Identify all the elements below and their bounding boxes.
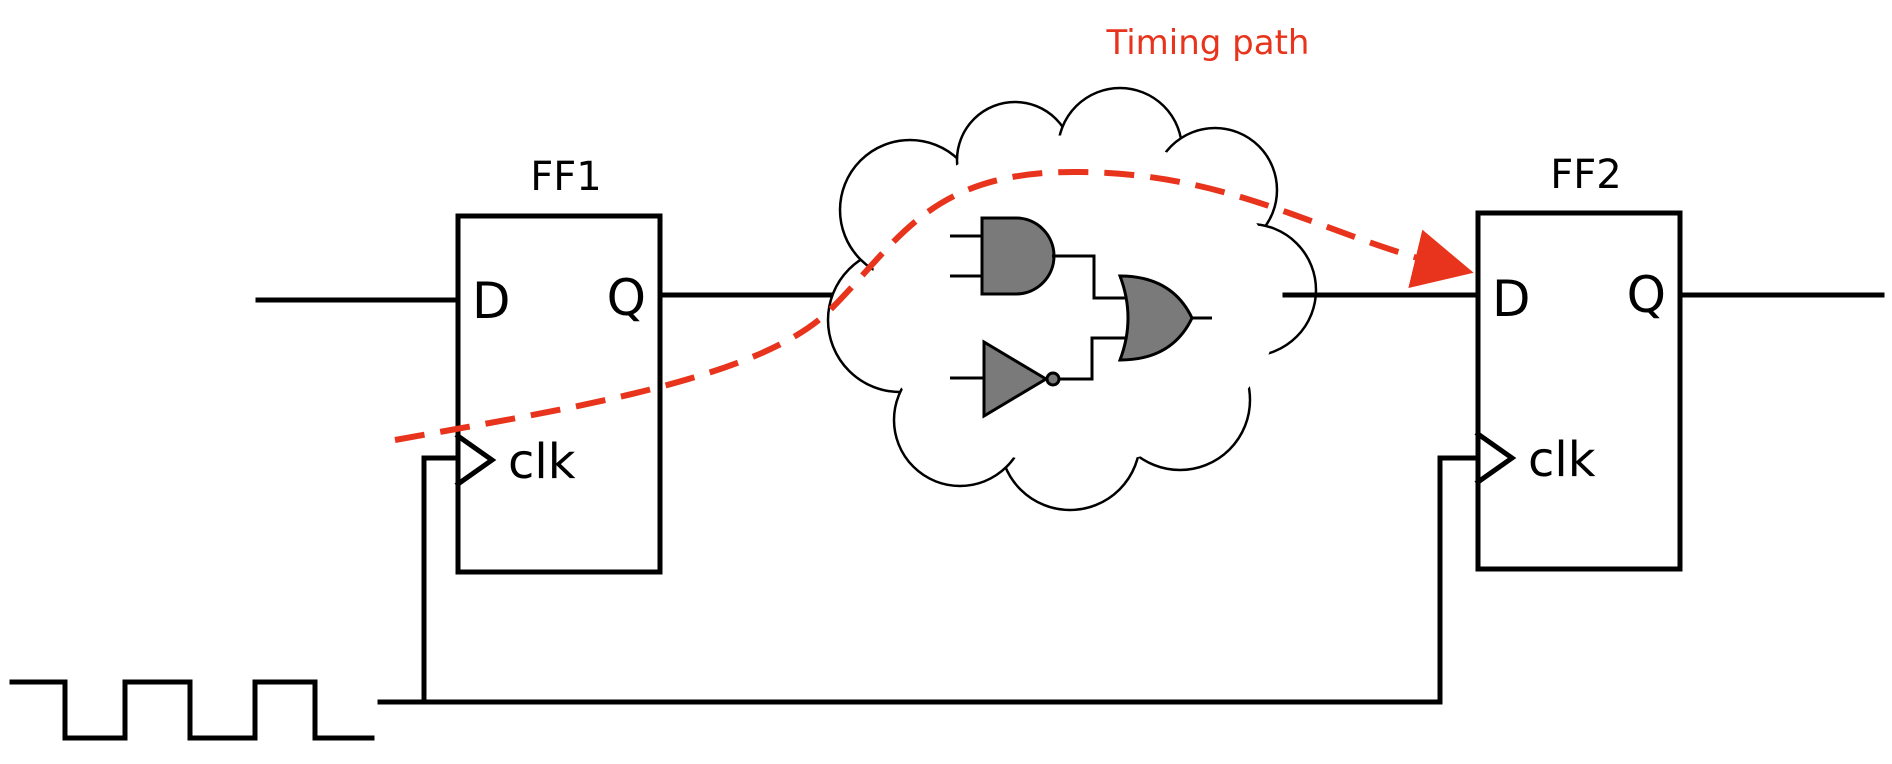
ff1-d-label: D — [472, 272, 511, 330]
timing-path-arrow — [394, 168, 1474, 443]
ff1-clk-label: clk — [508, 434, 576, 490]
ff2-clock-triangle — [1474, 430, 1517, 486]
ff2-q-label: Q — [1627, 266, 1666, 324]
logic-gates — [950, 216, 1212, 419]
logic-cloud — [826, 86, 1318, 512]
clock-waveform — [9, 679, 375, 741]
and-gate-icon — [980, 216, 1056, 296]
or-gate-icon — [1117, 274, 1194, 362]
clock-net — [377, 455, 1481, 705]
ff1: FF1 D Q clk — [454, 154, 663, 575]
ff2-name: FF2 — [1550, 152, 1621, 198]
not-gate-icon — [982, 339, 1049, 419]
timing-path-label: Timing path — [1106, 23, 1310, 63]
ff2-d-label: D — [1492, 270, 1531, 328]
ff2-clk-label: clk — [1528, 432, 1596, 488]
ff1-clock-triangle — [454, 432, 497, 488]
ff1-q-label: Q — [607, 269, 646, 327]
ff2: FF2 D Q clk — [1474, 152, 1683, 572]
ff2-body — [1475, 210, 1683, 572]
ff1-name: FF1 — [530, 154, 601, 200]
clock-branch-ff1 — [421, 455, 461, 705]
